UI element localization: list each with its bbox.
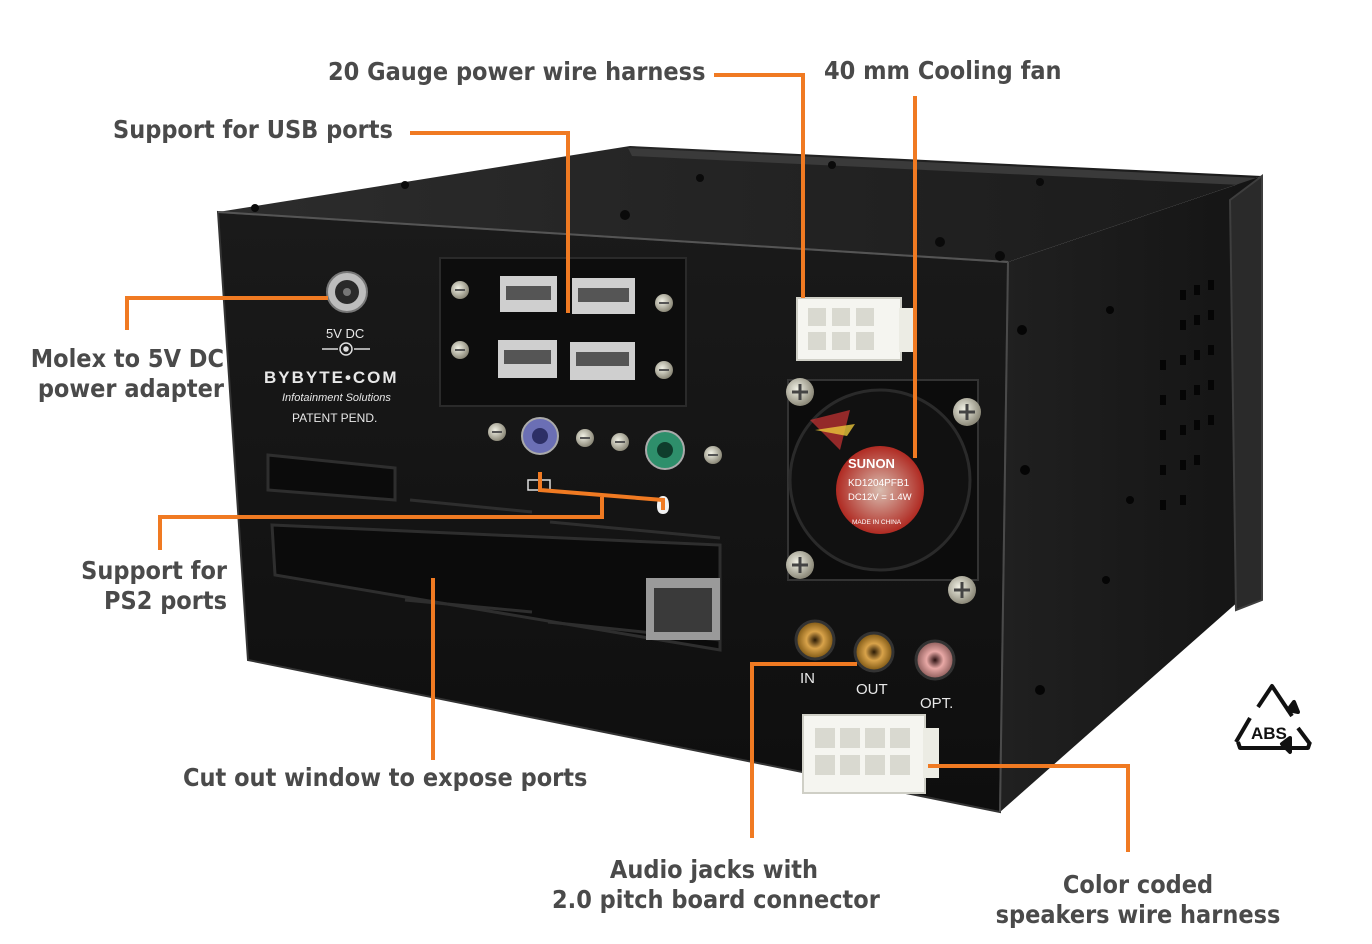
- screw: [948, 576, 976, 604]
- dc-power-jack: [326, 271, 368, 313]
- leader-lines: [125, 73, 1130, 852]
- dc-label: 5V DC: [326, 326, 364, 341]
- side-bracket: [1228, 174, 1263, 612]
- cutout-window: [266, 453, 722, 652]
- label-molex-adapter: Molex to 5V DC power adapter: [20, 344, 224, 404]
- audio-jack-opt: [914, 639, 956, 681]
- label-cutout-window: Cut out window to expose ports: [183, 763, 588, 792]
- fan-brand: SUNON: [848, 456, 895, 471]
- label-cooling-fan: 40 mm Cooling fan: [824, 56, 1062, 85]
- usb-port: [570, 342, 635, 380]
- audio-opt-label: OPT.: [920, 695, 953, 712]
- recycle-abs-label: ABS: [1251, 724, 1287, 743]
- audio-in-label: IN: [800, 670, 815, 687]
- usb-panel: [439, 257, 687, 407]
- top-rail: [628, 148, 1262, 186]
- recycle-abs-icon: [1234, 684, 1312, 754]
- label-ps2-ports: Support for PS2 ports: [40, 556, 227, 616]
- speaker-molex-connector: [802, 714, 939, 794]
- leader-ps2: [158, 497, 604, 550]
- screw: [576, 429, 594, 447]
- audio-out-label: OUT: [856, 681, 888, 698]
- leader-audio: [750, 662, 857, 838]
- front-top-edge: [217, 211, 1009, 263]
- dc-polarity-icon: [322, 342, 370, 356]
- front-side-edge: [999, 261, 1009, 813]
- leader-molex: [125, 296, 328, 330]
- usb-port: [572, 278, 635, 314]
- cooling-fan: [787, 379, 979, 581]
- label-speaker-harness: Color coded speakers wire harness: [995, 870, 1281, 930]
- label-audio-jacks-line: Audio jacks with: [609, 855, 819, 884]
- label-speaker-harness-line: speakers wire harness: [995, 900, 1281, 929]
- label-molex-adapter-line: power adapter: [37, 374, 224, 403]
- screw: [655, 361, 673, 379]
- power-molex-connector: [796, 297, 913, 361]
- fan-label: [836, 446, 924, 534]
- ps2-mouse-port: [645, 430, 685, 470]
- screw: [611, 433, 629, 451]
- usb-port: [500, 276, 557, 312]
- screw: [786, 551, 814, 579]
- label-molex-adapter-line: Molex to 5V DC: [30, 344, 224, 373]
- fan-model: KD1204PFB1: [848, 478, 910, 489]
- audio-jack-in: [794, 619, 836, 661]
- label-ps2-ports-line: Support for: [81, 556, 227, 585]
- label-power-wire-harness: 20 Gauge power wire harness: [328, 57, 706, 86]
- brand-logo: BYBYTE•COM: [264, 368, 399, 387]
- fan-rating: DC12V = 1.4W: [848, 492, 912, 503]
- label-usb-ports: Support for USB ports: [113, 115, 393, 144]
- leader-usb: [410, 131, 570, 313]
- top-holes: [251, 161, 1044, 261]
- leader-ps2-link: [538, 472, 665, 510]
- ps2-keyboard-port: [521, 417, 559, 455]
- fan-origin: MADE IN CHINA: [852, 519, 902, 526]
- label-ps2-ports-line: PS2 ports: [104, 586, 227, 615]
- leader-speakers: [928, 764, 1130, 852]
- screw: [704, 446, 722, 464]
- screw: [953, 398, 981, 426]
- screw: [488, 423, 506, 441]
- label-speaker-harness-line: Color coded: [1062, 870, 1214, 899]
- screw: [451, 341, 469, 359]
- leader-power-harness: [714, 73, 805, 298]
- brand-tagline: Infotainment Solutions: [282, 392, 391, 404]
- ethernet-port: [646, 578, 720, 640]
- chassis-side: [1000, 176, 1262, 812]
- side-vents: [1017, 280, 1214, 695]
- chassis-top: [218, 146, 1262, 262]
- label-audio-jacks: Audio jacks with 2.0 pitch board connect…: [552, 855, 880, 915]
- usb-port: [498, 340, 557, 378]
- audio-jack-out: [853, 631, 895, 673]
- label-audio-jacks-line: 2.0 pitch board connector: [552, 885, 880, 914]
- patent-label: PATENT PEND.: [292, 411, 377, 425]
- screw: [655, 294, 673, 312]
- screw: [451, 281, 469, 299]
- screw: [786, 378, 814, 406]
